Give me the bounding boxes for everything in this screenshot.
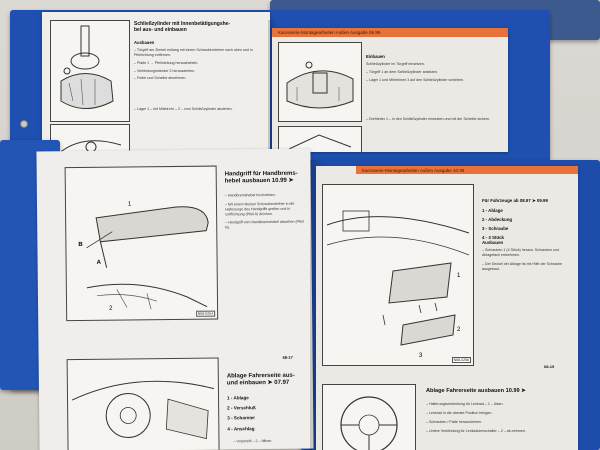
front-right-strip-text: Karosserie-Montagearbeiten Außen Ausgabe… xyxy=(362,167,465,173)
back-left-section: Ausbauen xyxy=(134,40,155,45)
back-right-strip-text: Karosserie-Montagearbeiten Außen Ausgabe… xyxy=(278,30,381,35)
front-left-part4-note: – Vorschrift – 2 – öffnen xyxy=(233,438,272,444)
front-right-page: Karosserie-Montagearbeiten Außen Ausgabe… xyxy=(316,166,578,450)
fig1-label-2: 2 xyxy=(109,306,113,312)
back-right-section: Einbauen xyxy=(366,54,385,59)
front-left-page-number: 68-17 xyxy=(282,354,293,360)
fig1-label-1: 1 xyxy=(128,201,132,207)
front-left-steps: – Handbremshebel hochziehen. – Mit einem… xyxy=(224,192,304,230)
front-left-parts: 1 - Ablage 2 - Verschluß 3 - Scharnier 4… xyxy=(227,395,256,432)
back-left-heading: Schließzylinder mit Innenbetätigungshe- … xyxy=(134,21,231,33)
figure-steering-wheel xyxy=(322,384,416,450)
back-right-figure-2 xyxy=(278,126,362,152)
fig-glovebox-label-3: 3 xyxy=(419,353,423,359)
back-left-figure-2 xyxy=(50,124,130,152)
front-right-heading: Für Fahrzeuge ab 08.97 ➤ 09.99 xyxy=(482,198,548,203)
fig1-label-b: B xyxy=(78,242,83,248)
back-left-steps: – Türgriff am Zierteil entlang mit einem… xyxy=(134,48,253,112)
front-left-heading: Handgriff für Handbrems- hebel ausbauen … xyxy=(224,170,298,185)
front-right-steps: – Schrauben 1 (4 Stück) heraus. Schraube… xyxy=(482,248,563,271)
fig1-label-a: A xyxy=(97,260,102,266)
back-right-strip xyxy=(272,28,508,37)
back-right-page: Karosserie-Montagearbeiten Außen Ausgabe… xyxy=(272,28,508,152)
front-right-strip xyxy=(356,166,578,174)
back-binder-clip xyxy=(20,120,28,128)
front-right-section: Ausbauen xyxy=(482,240,504,245)
figure-glovebox: 1 2 3 N68-0266 xyxy=(322,184,474,366)
back-right-figure-cylinder xyxy=(278,42,362,122)
front-right-heading-2: Ablage Fahrerseite ausbauen 10.99 ➤ xyxy=(426,388,526,394)
figure-dashboard-storage xyxy=(66,357,220,450)
front-left-page: S 1 2 A B N68-0254 Handgriff für Handbre… xyxy=(36,148,314,450)
front-left-heading-2: Ablage Fahrerseite aus- und einbauen ➤ 0… xyxy=(226,372,295,387)
fig-glovebox-code: N68-0266 xyxy=(451,357,471,363)
fig1-code: N68-0254 xyxy=(195,310,216,317)
back-left-page: Schließzylinder mit Innenbetätigungshe- … xyxy=(42,12,270,152)
fig-glovebox-label-2: 2 xyxy=(457,327,461,333)
front-right-steps-2: – Halterungsverkleidung für Lenkrad – 1 … xyxy=(426,402,526,433)
back-left-figure-lock-cylinder xyxy=(50,20,130,122)
front-right-parts: 1 - Ablage 2 - Abdeckung 3 - Schraube 4 … xyxy=(482,208,513,240)
front-right-page-number: 68-19 xyxy=(544,364,555,369)
fig-glovebox-label-1: 1 xyxy=(457,273,461,279)
figure-handbrake: 1 2 A B N68-0254 xyxy=(64,165,219,322)
back-right-steps: Schließzylinder im Türgriff einsetzen. –… xyxy=(366,62,491,121)
